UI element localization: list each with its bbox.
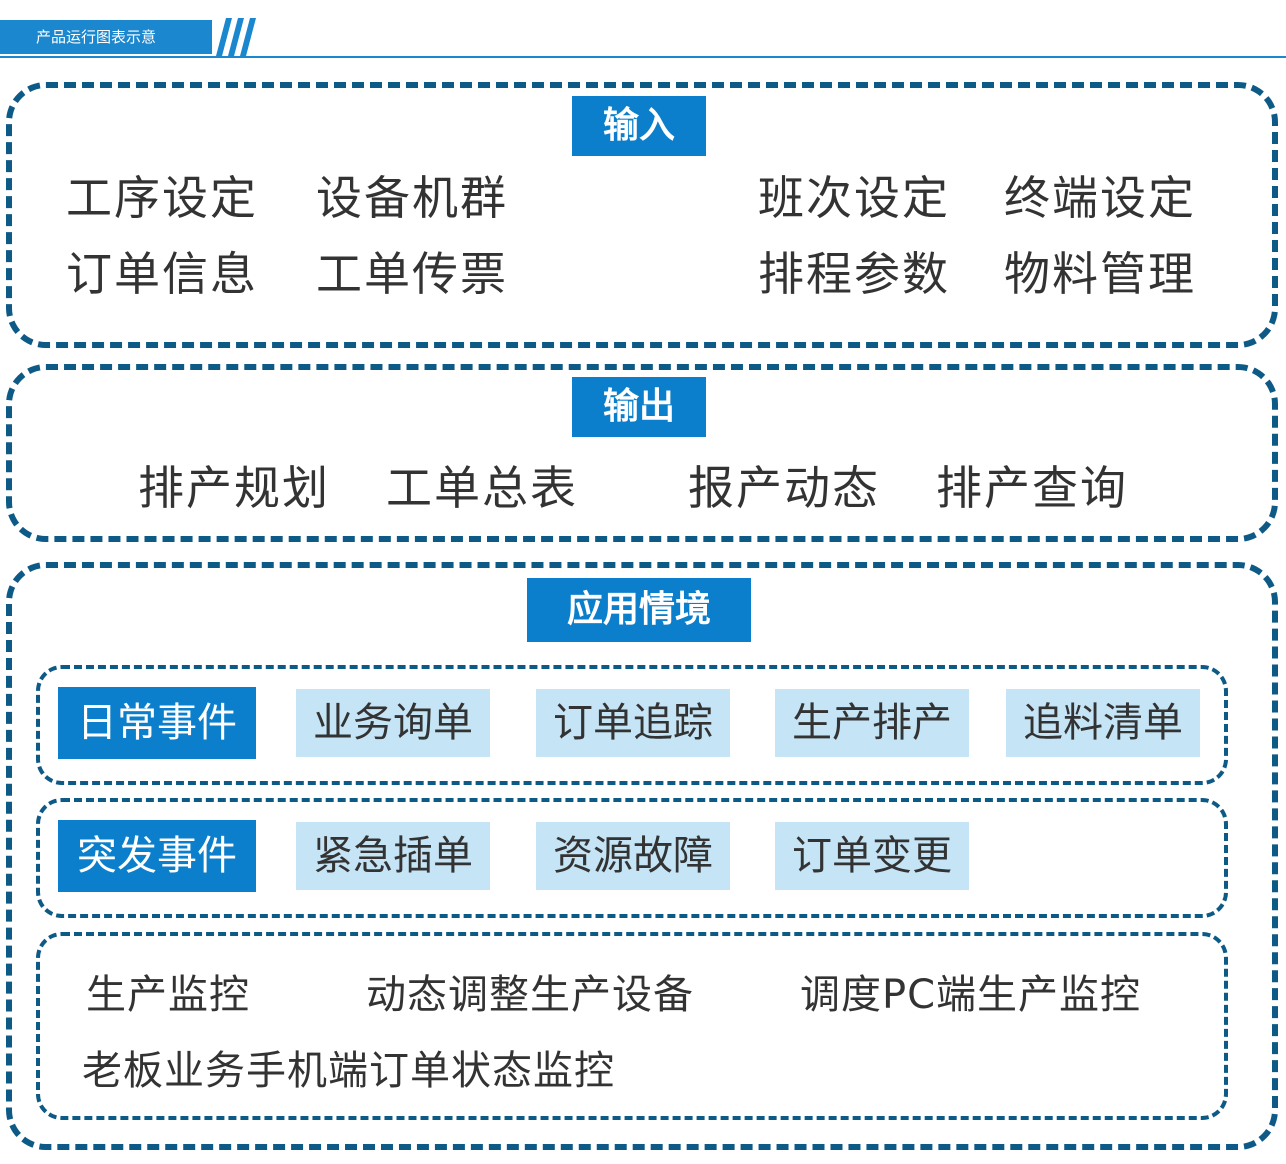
monitoring-item: 动态调整生产设备	[366, 972, 694, 1018]
input-item: 终端设定	[1004, 171, 1196, 225]
output-section	[6, 364, 1278, 542]
emergency-event-chip: 资源故障	[536, 822, 730, 890]
input-item: 订单信息	[66, 247, 258, 301]
input-item: 物料管理	[1004, 247, 1196, 301]
monitoring-item: 生产监控	[86, 972, 250, 1018]
output-title: 输出	[572, 377, 706, 437]
application-section	[6, 562, 1278, 1150]
application-title: 应用情境	[527, 578, 751, 642]
daily-event-chip: 生产排产	[775, 689, 969, 757]
emergency-events-label: 突发事件	[58, 820, 256, 892]
daily-event-chip: 业务询单	[296, 689, 490, 757]
daily-event-chip: 追料清单	[1006, 689, 1200, 757]
emergency-events-box	[36, 798, 1228, 918]
output-item: 排产规划	[138, 461, 330, 515]
monitoring-box	[36, 932, 1228, 1120]
input-item: 设备机群	[316, 171, 508, 225]
emergency-event-chip: 紧急插单	[296, 822, 490, 890]
output-item: 报产动态	[688, 461, 880, 515]
header-title: 产品运行图表示意	[0, 20, 212, 54]
daily-events-label: 日常事件	[58, 687, 256, 759]
daily-event-chip: 订单追踪	[536, 689, 730, 757]
input-item: 工单传票	[316, 247, 508, 301]
input-item: 工序设定	[66, 171, 258, 225]
output-item: 工单总表	[386, 461, 578, 515]
input-title: 输入	[572, 96, 706, 156]
monitoring-item: 老板业务手机端订单状态监控	[82, 1048, 615, 1094]
input-item: 班次设定	[758, 171, 950, 225]
input-section	[6, 82, 1278, 348]
output-item: 排产查询	[936, 461, 1128, 515]
monitoring-item: 调度PC端生产监控	[800, 972, 1142, 1018]
slash-decoration	[216, 18, 256, 56]
header-divider	[0, 56, 1286, 58]
emergency-event-chip: 订单变更	[775, 822, 969, 890]
input-item: 排程参数	[758, 247, 950, 301]
daily-events-box	[36, 665, 1228, 785]
